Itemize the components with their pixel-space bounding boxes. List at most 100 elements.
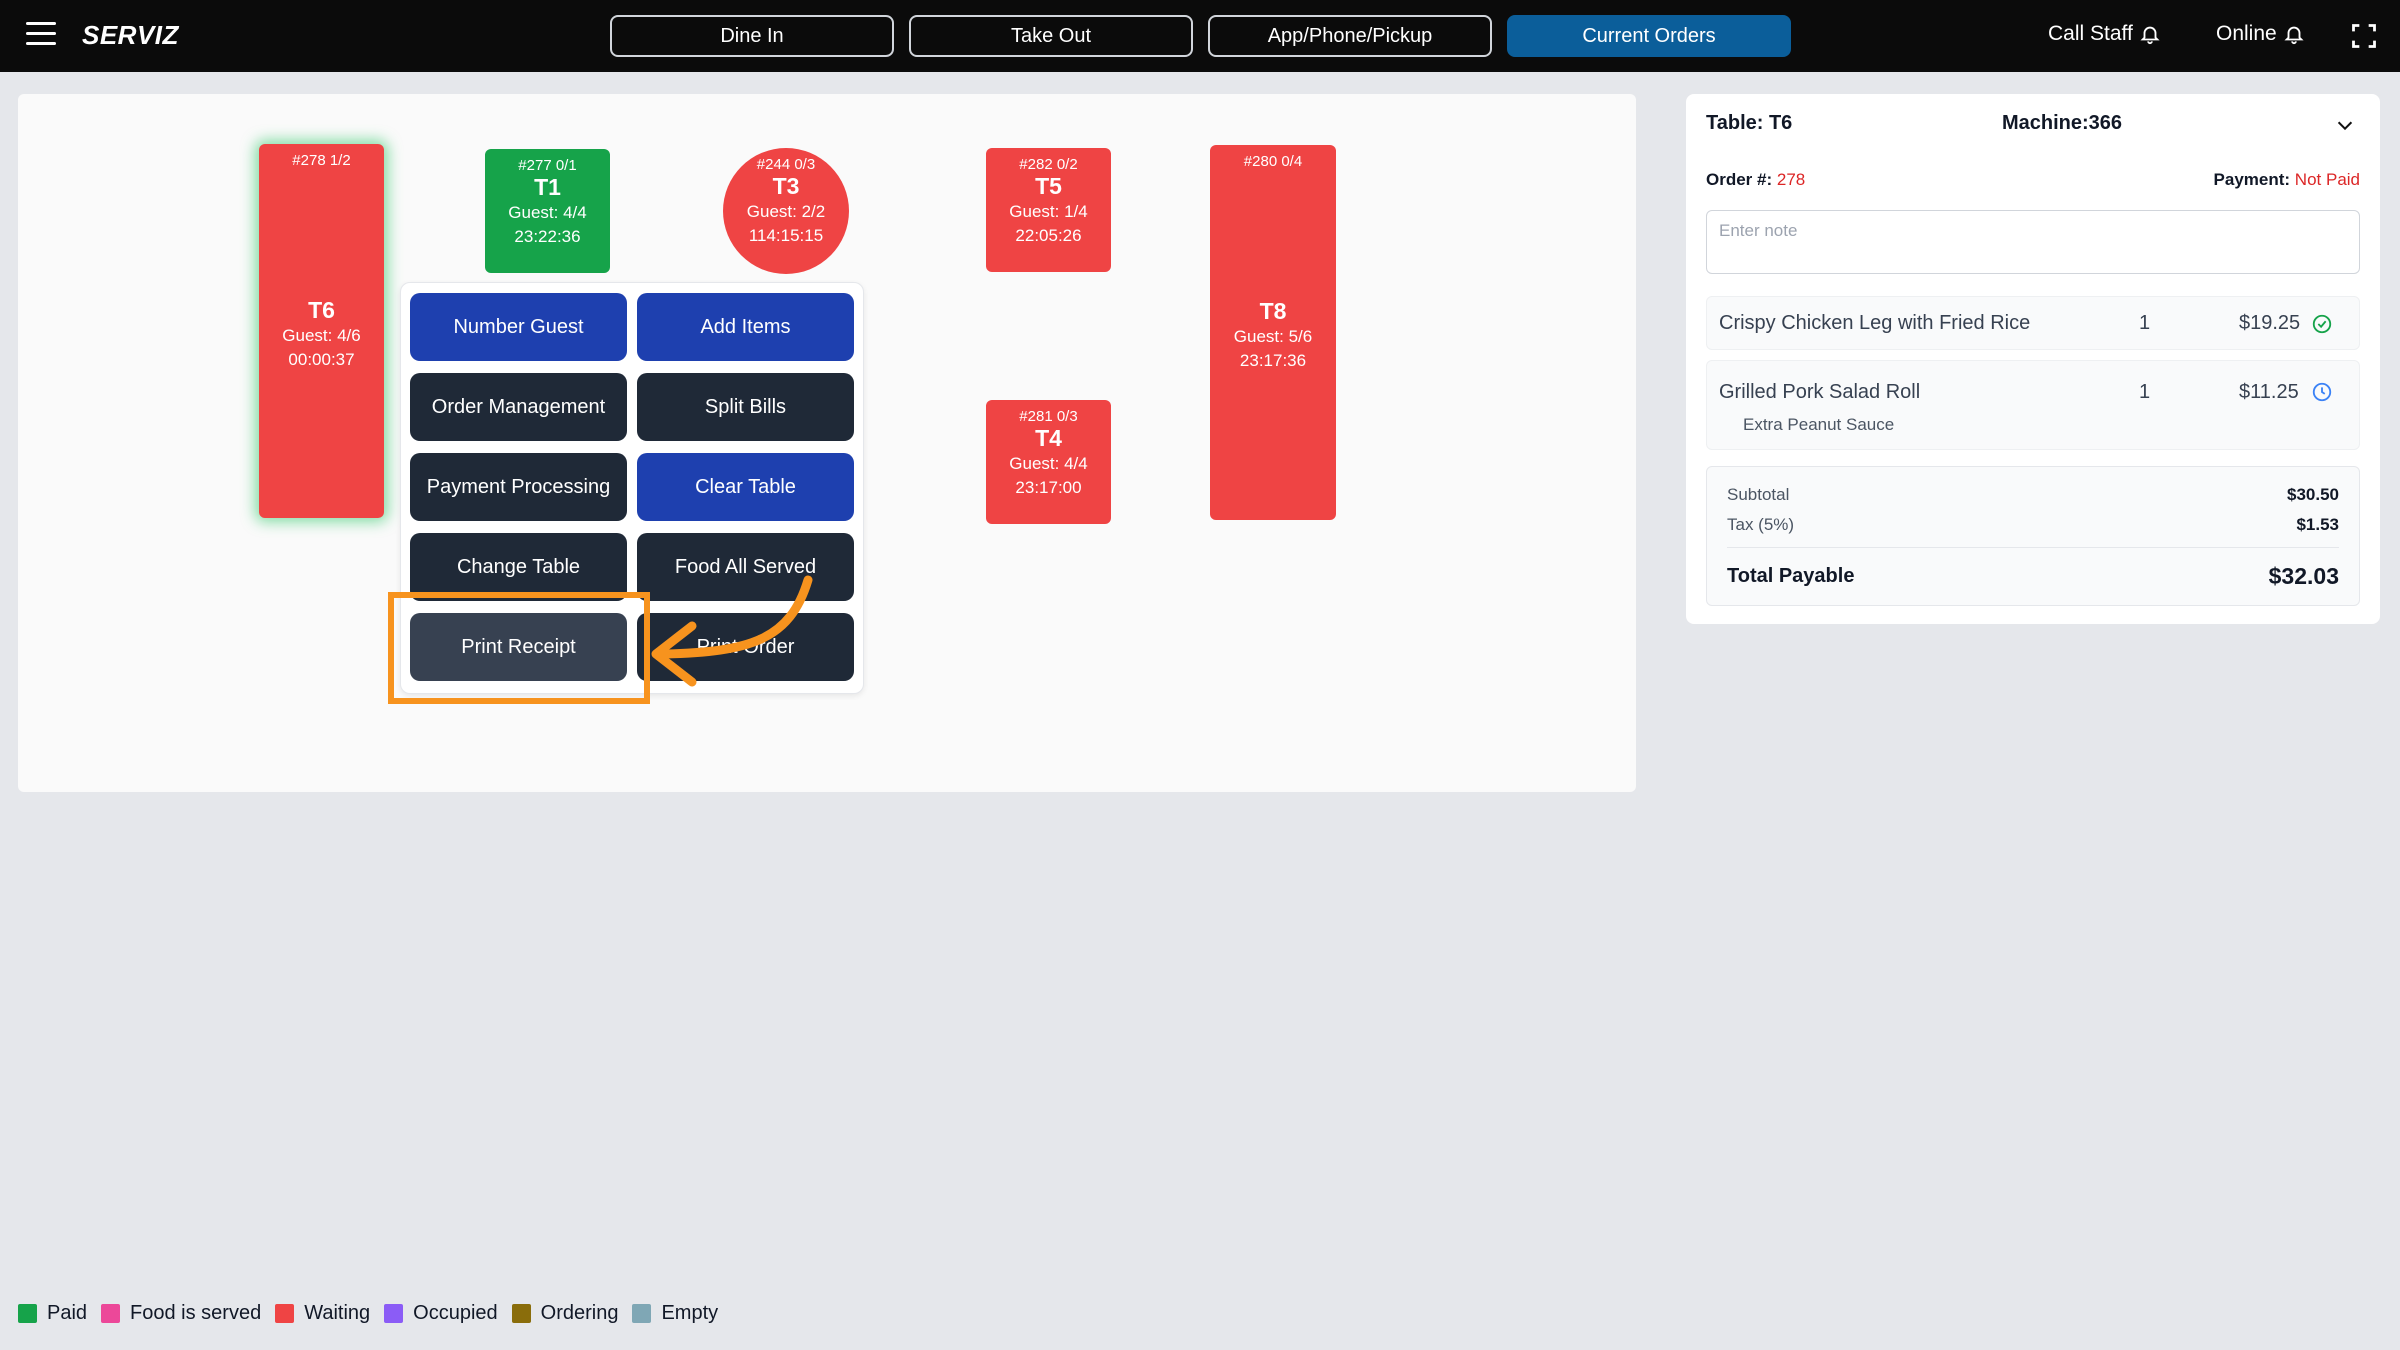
split-bills-button[interactable]: Split Bills xyxy=(637,373,854,441)
status-legend: Paid Food is served Waiting Occupied Ord… xyxy=(18,1302,718,1325)
legend-item-waiting: Waiting xyxy=(275,1302,370,1325)
table-name: T8 xyxy=(1259,298,1287,324)
table-time: 114:15:15 xyxy=(748,226,824,245)
table-guest: Guest: 4/4 xyxy=(1009,454,1088,473)
order-number: Order #: 278 xyxy=(1706,170,1805,190)
item-name: Crispy Chicken Leg with Fried Rice xyxy=(1719,312,2031,334)
nav-take-out[interactable]: Take Out xyxy=(909,15,1193,57)
item-modifier: Extra Peanut Sauce xyxy=(1743,415,1895,434)
table-guest: Guest: 4/6 xyxy=(282,326,361,345)
chevron-down-icon[interactable] xyxy=(2334,114,2356,136)
legend-label: Empty xyxy=(661,1302,719,1324)
table-name: T3 xyxy=(772,173,800,199)
table-time: 22:05:26 xyxy=(1015,226,1082,245)
table-t4[interactable]: #281 0/3 T4 Guest: 4/4 23:17:00 xyxy=(986,400,1111,524)
online-status-button[interactable]: Online xyxy=(2216,22,2305,46)
table-t1[interactable]: #277 0/1 T1 Guest: 4/4 23:22:36 xyxy=(485,149,610,273)
food-all-served-button[interactable]: Food All Served xyxy=(637,533,854,601)
subtotal-value: $30.50 xyxy=(2287,485,2339,504)
table-order-meta: #278 1/2 xyxy=(292,152,351,169)
table-t6[interactable]: #278 1/2 T6 Guest: 4/6 00:00:37 xyxy=(259,144,384,518)
payment-status-value: Not Paid xyxy=(2294,170,2360,189)
legend-swatch xyxy=(511,1304,531,1323)
total-payable-label: Total Payable xyxy=(1727,565,1855,587)
table-t5[interactable]: #282 0/2 T5 Guest: 1/4 22:05:26 xyxy=(986,148,1111,272)
payment-status: Payment: Not Paid xyxy=(2214,170,2360,190)
nav-app-phone-pickup[interactable]: App/Phone/Pickup xyxy=(1208,15,1492,57)
order-item[interactable]: Crispy Chicken Leg with Fried Rice 1 $19… xyxy=(1706,296,2360,350)
legend-label: Ordering xyxy=(540,1302,619,1324)
table-time: 23:22:36 xyxy=(514,227,581,246)
call-staff-label: Call Staff xyxy=(2048,22,2133,45)
tax-label: Tax (5%) xyxy=(1727,515,1795,534)
clock-icon xyxy=(2312,382,2332,402)
table-order-meta: #277 0/1 xyxy=(518,157,577,174)
table-time: 23:17:00 xyxy=(1015,478,1082,497)
legend-label: Waiting xyxy=(304,1302,371,1324)
legend-swatch xyxy=(18,1304,37,1323)
table-guest: Guest: 4/4 xyxy=(508,203,587,222)
table-order-meta: #244 0/3 xyxy=(756,156,816,173)
table-name: T6 xyxy=(308,297,335,323)
table-name: T1 xyxy=(534,174,561,200)
item-price: $19.25 xyxy=(2239,312,2301,334)
payment-label: Payment: xyxy=(2213,170,2291,189)
add-items-button[interactable]: Add Items xyxy=(637,293,854,361)
legend-label: Paid xyxy=(47,1302,88,1324)
order-item[interactable]: Grilled Pork Salad Roll 1 $11.25 Extra P… xyxy=(1706,360,2360,450)
table-action-menu: Number Guest Add Items Order Management … xyxy=(400,282,864,694)
payment-processing-button[interactable]: Payment Processing xyxy=(410,453,627,521)
legend-item-ordering: Ordering xyxy=(511,1302,619,1325)
order-totals: Subtotal $30.50 Tax (5%) $1.53 Total Pay… xyxy=(1706,466,2360,606)
print-order-button[interactable]: Print Order xyxy=(637,613,854,681)
legend-swatch xyxy=(632,1304,652,1323)
order-number-value: 278 xyxy=(1776,170,1806,189)
table-guest: Guest: 5/6 xyxy=(1233,327,1313,346)
change-table-button[interactable]: Change Table xyxy=(410,533,627,601)
table-time: 23:17:36 xyxy=(1239,351,1307,370)
table-order-meta: #280 0/4 xyxy=(1243,153,1303,170)
menu-icon[interactable] xyxy=(26,22,56,48)
order-management-button[interactable]: Order Management xyxy=(410,373,627,441)
table-guest: Guest: 2/2 xyxy=(746,202,826,221)
table-order-meta: #281 0/3 xyxy=(1019,408,1078,425)
call-staff-button[interactable]: Call Staff xyxy=(2048,22,2161,46)
note-input[interactable]: Enter note xyxy=(1706,210,2360,274)
clear-table-button[interactable]: Clear Table xyxy=(637,453,854,521)
top-bar: SERVIZ Dine In Take Out App/Phone/Pickup… xyxy=(0,0,2400,72)
item-qty: 1 xyxy=(2139,381,2151,403)
legend-item-food-served: Food is served xyxy=(101,1302,261,1325)
subtotal-label: Subtotal xyxy=(1727,485,1790,504)
order-panel: Table: T6 Machine:366 Order #: 278 Payme… xyxy=(1686,94,2380,624)
legend-item-paid: Paid xyxy=(18,1302,87,1325)
item-name: Grilled Pork Salad Roll xyxy=(1719,381,1921,403)
table-time: 00:00:37 xyxy=(288,350,355,369)
item-qty: 1 xyxy=(2139,312,2151,334)
item-price: $11.25 xyxy=(2239,381,2299,403)
table-name: T4 xyxy=(1035,425,1062,451)
total-payable-value: $32.03 xyxy=(2268,563,2339,589)
brand-logo: SERVIZ xyxy=(82,20,179,50)
legend-swatch xyxy=(275,1304,295,1323)
legend-label: Food is served xyxy=(130,1302,262,1324)
table-t3[interactable]: #244 0/3 T3 Guest: 2/2 114:15:15 xyxy=(723,148,849,274)
legend-item-empty: Empty xyxy=(632,1302,718,1325)
legend-item-occupied: Occupied xyxy=(384,1302,498,1325)
table-name: T5 xyxy=(1035,173,1062,199)
table-order-meta: #282 0/2 xyxy=(1019,156,1078,173)
legend-swatch xyxy=(384,1304,404,1323)
legend-swatch xyxy=(101,1304,121,1323)
fullscreen-icon[interactable] xyxy=(2350,22,2378,50)
check-circle-icon xyxy=(2312,314,2332,334)
nav-dine-in[interactable]: Dine In xyxy=(610,15,894,57)
totals-divider xyxy=(1727,547,2339,548)
nav-current-orders[interactable]: Current Orders xyxy=(1507,15,1791,57)
number-guest-button[interactable]: Number Guest xyxy=(410,293,627,361)
order-number-label: Order #: xyxy=(1706,170,1773,189)
bell-icon xyxy=(2284,26,2304,45)
legend-label: Occupied xyxy=(413,1302,498,1324)
note-placeholder: Enter note xyxy=(1719,221,1798,240)
table-t8[interactable]: #280 0/4 T8 Guest: 5/6 23:17:36 xyxy=(1210,145,1336,520)
print-receipt-button[interactable]: Print Receipt xyxy=(410,613,627,681)
panel-table-label: Table: T6 xyxy=(1706,112,1793,134)
